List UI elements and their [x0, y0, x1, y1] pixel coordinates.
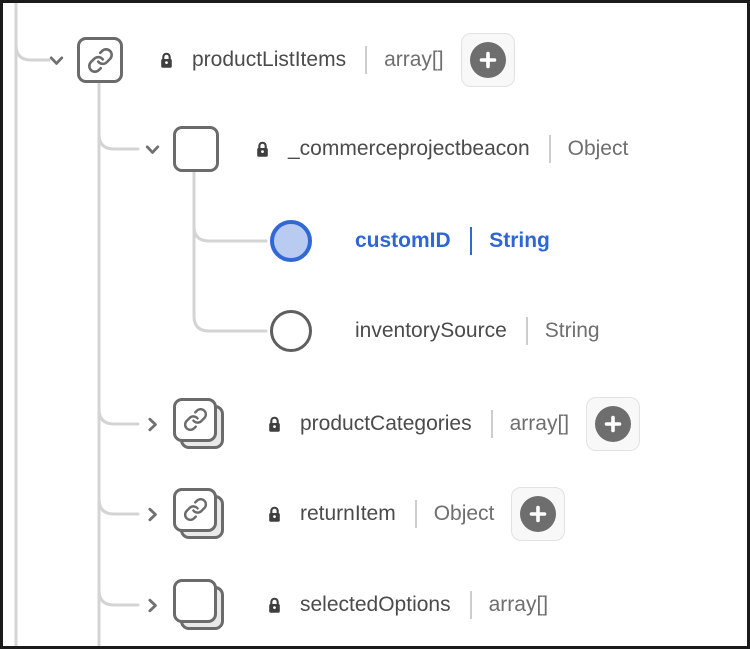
lock-icon: [266, 505, 283, 523]
plus-icon: [520, 496, 557, 532]
name-type-divider: [414, 500, 417, 528]
tree-row-commerceprojectbeacon: _commerceprojectbeacon Object: [143, 120, 628, 178]
add-field-button[interactable]: [586, 397, 641, 451]
stack-front-card: [173, 578, 217, 623]
field-name: customID: [355, 229, 451, 252]
add-field-button[interactable]: [511, 487, 566, 541]
link-stack-icon[interactable]: [173, 487, 226, 541]
chevron-right-icon[interactable]: [143, 415, 161, 433]
chevron-down-icon[interactable]: [47, 51, 65, 69]
chevron-right-icon[interactable]: [143, 505, 161, 523]
chevron-down-icon[interactable]: [143, 140, 161, 158]
name-type-divider: [469, 591, 472, 619]
field-name: productCategories: [300, 412, 472, 435]
field-type: String: [489, 229, 550, 252]
tree-row-productCategories: productCategories array[]: [143, 395, 641, 453]
stack-front-card: [173, 487, 217, 532]
add-field-button[interactable]: [460, 33, 515, 87]
lock-icon: [158, 51, 175, 69]
chevron-right-icon[interactable]: [143, 596, 161, 614]
lock-icon: [266, 415, 283, 433]
field-type: array[]: [509, 412, 570, 435]
field-type: array[]: [488, 593, 549, 616]
lock-icon: [254, 140, 271, 158]
field-name: selectedOptions: [300, 593, 451, 616]
field-type: array[]: [384, 48, 444, 71]
field-name: inventorySource: [355, 319, 507, 342]
field-name: productListItems: [192, 48, 347, 71]
plus-icon: [595, 406, 632, 442]
name-type-divider: [469, 227, 473, 255]
name-type-divider: [548, 135, 551, 163]
field-name: returnItem: [300, 502, 396, 525]
tree-row-selectedOptions: selectedOptions array[]: [143, 576, 548, 634]
object-stack-icon[interactable]: [173, 578, 226, 632]
name-type-divider: [490, 410, 493, 438]
plus-icon: [469, 42, 506, 78]
tree-connector-lines: [14, 3, 268, 646]
field-circle-icon[interactable]: [270, 220, 312, 262]
object-box-icon[interactable]: [173, 126, 219, 172]
field-circle-icon[interactable]: [270, 310, 312, 352]
name-type-divider: [365, 46, 368, 74]
stack-front-card: [173, 397, 217, 442]
link-box-icon[interactable]: [77, 37, 123, 83]
tree-row-returnItem: returnItem Object: [143, 485, 566, 543]
field-type: Object: [433, 502, 495, 525]
tree-row-inventorySource: inventorySource String: [270, 302, 600, 360]
field-type: Object: [567, 137, 629, 160]
link-stack-icon[interactable]: [173, 397, 226, 451]
lock-icon: [266, 596, 283, 614]
field-type: String: [544, 319, 600, 342]
tree-row-customID: customID String: [270, 212, 550, 270]
tree-row-productListItems: productListItems array[]: [47, 31, 515, 89]
field-name: _commerceprojectbeacon: [288, 137, 530, 160]
name-type-divider: [525, 317, 528, 345]
